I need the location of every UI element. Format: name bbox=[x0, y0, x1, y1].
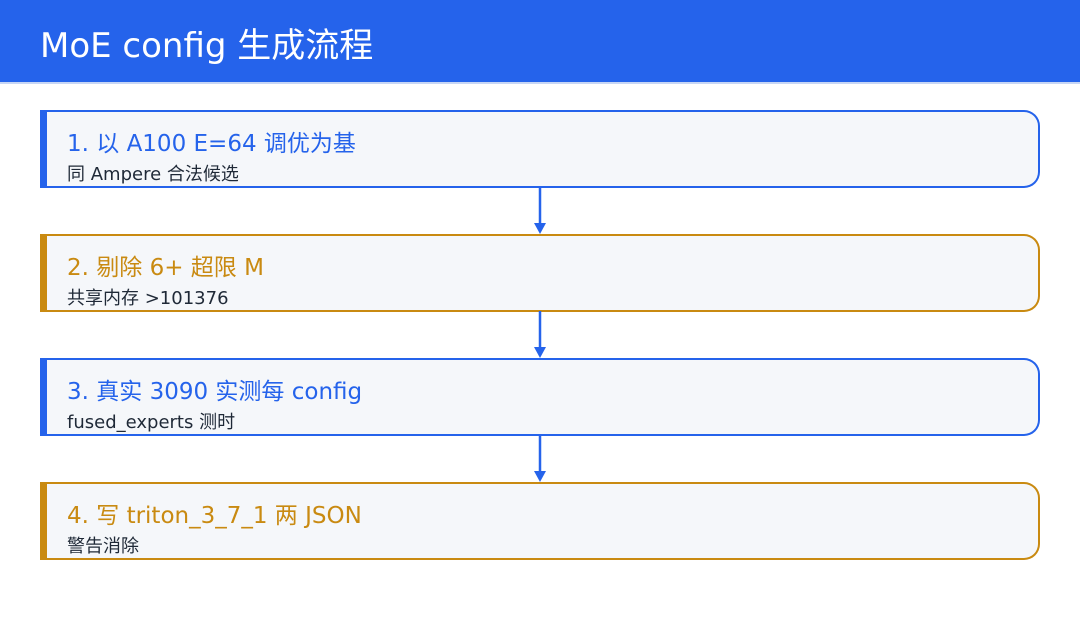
flow-arrow-1 bbox=[534, 187, 546, 234]
header-bar: MoE config 生成流程 bbox=[0, 0, 1080, 84]
flow-step-2: 2. 剔除 6+ 超限 M 共享内存 >101376 bbox=[40, 234, 1040, 312]
step-2-subtitle: 共享内存 >101376 bbox=[67, 288, 229, 309]
page-title: MoE config 生成流程 bbox=[40, 26, 374, 66]
flow-step-1: 1. 以 A100 E=64 调优为基 同 Ampere 合法候选 bbox=[40, 110, 1040, 188]
flow-arrow-3 bbox=[534, 435, 546, 482]
flow-step-4: 4. 写 triton_3_7_1 两 JSON 警告消除 bbox=[40, 482, 1040, 560]
step-4-title: 4. 写 triton_3_7_1 两 JSON bbox=[67, 503, 362, 529]
step-3-title: 3. 真实 3090 实测每 config bbox=[67, 379, 363, 405]
step-1-subtitle: 同 Ampere 合法候选 bbox=[67, 164, 239, 185]
step-4-subtitle: 警告消除 bbox=[67, 536, 139, 557]
flow-step-3: 3. 真实 3090 实测每 config fused_experts 测时 bbox=[40, 358, 1040, 436]
flow-arrow-2 bbox=[534, 311, 546, 358]
step-3-subtitle: fused_experts 测时 bbox=[67, 412, 236, 433]
step-2-title: 2. 剔除 6+ 超限 M bbox=[67, 255, 264, 281]
step-1-title: 1. 以 A100 E=64 调优为基 bbox=[67, 131, 356, 157]
